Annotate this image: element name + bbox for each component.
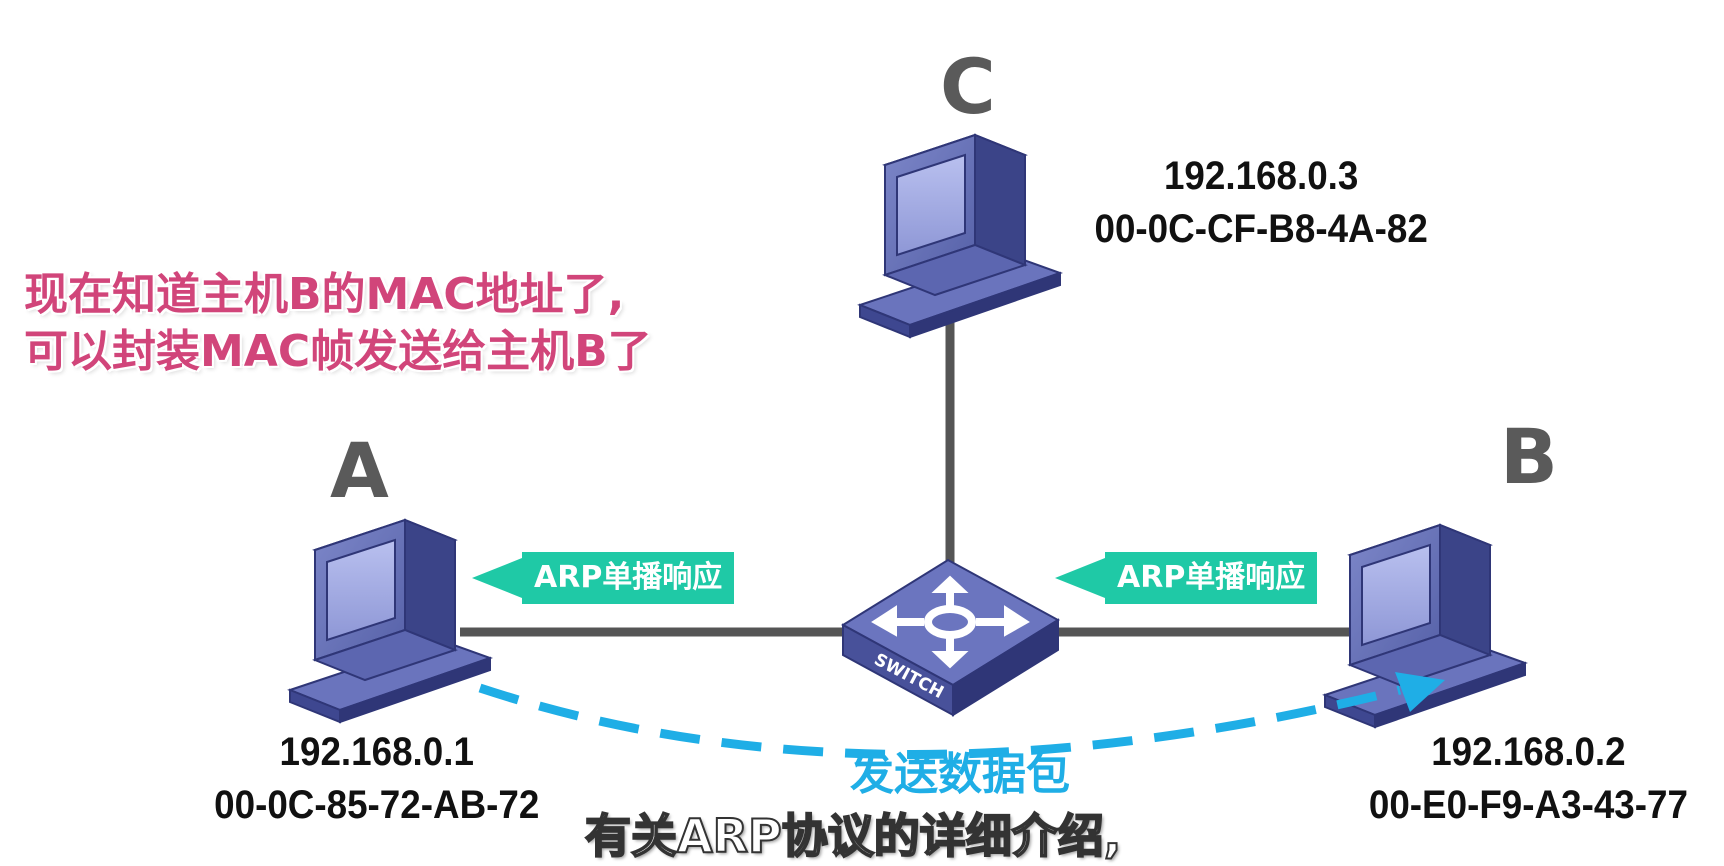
arp-arrow-left-icon [472,558,522,598]
host-a-address: 192.168.0.1 00-0C-85-72-AB-72 [214,726,539,832]
video-subtitle: 有关ARP协议的详细介绍, [584,808,1122,864]
switch-icon: SWITCH [841,558,1060,717]
note-line-1: 现在知道主机B的MAC地址了, [24,269,625,320]
send-data-arrow [478,683,1402,759]
note-line-2: 可以封装MAC帧发送给主机B了 [24,326,652,378]
host-a-label: A [330,426,389,515]
send-arrow-head-icon [1395,672,1445,712]
host-b-mac: 00-E0-F9-A3-43-77 [1368,782,1688,827]
host-c-address: 192.168.0.3 00-0C-CF-B8-4A-82 [1094,150,1427,256]
computer-c-icon [859,134,1061,338]
host-c-mac: 00-0C-CF-B8-4A-82 [1094,206,1428,251]
arp-arrow-right-icon [1055,558,1105,598]
explanation-note: 现在知道主机B的MAC地址了, 可以封装MAC帧发送给主机B了 [24,266,652,380]
host-c-ip: 192.168.0.3 [1163,154,1359,198]
host-b-address: 192.168.0.2 00-E0-F9-A3-43-77 [1369,726,1688,832]
computer-a-icon [289,519,491,723]
host-a-ip: 192.168.0.1 [279,730,474,774]
host-c-label: C [940,42,996,131]
arp-unicast-reply-tag-right: ARP单播响应 [1105,552,1318,604]
host-a-mac: 00-0C-85-72-AB-72 [214,782,540,827]
host-b-label: B [1500,412,1558,501]
send-data-label: 发送数据包 [850,749,1070,800]
arp-unicast-reply-tag-left: ARP单播响应 [522,552,735,604]
host-b-ip: 192.168.0.2 [1431,730,1626,774]
